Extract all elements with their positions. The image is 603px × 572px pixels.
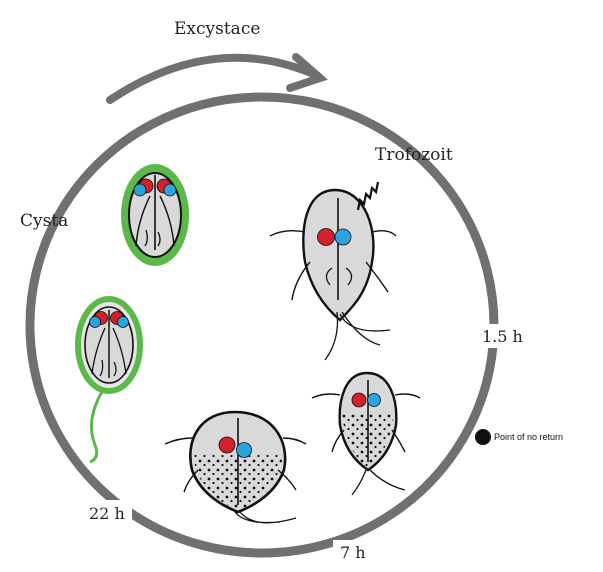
excystation-arrow bbox=[110, 58, 318, 100]
time-label-1-5h: 1.5 h bbox=[482, 327, 523, 346]
cyst-forming bbox=[78, 299, 140, 462]
trophozoite-cell bbox=[270, 182, 396, 360]
point-of-no-return-marker bbox=[475, 429, 491, 445]
time-label-22h: 22 h bbox=[89, 504, 125, 523]
encysting-trophozoite bbox=[312, 373, 420, 495]
rounding-trophozoite bbox=[165, 412, 306, 523]
cyst-mature bbox=[121, 164, 189, 266]
point-of-no-return-label: Point of no return bbox=[494, 432, 563, 442]
excystation-label: Excystace bbox=[174, 19, 260, 39]
time-label-7h: 7 h bbox=[340, 543, 366, 562]
cyst-label: Cysta bbox=[20, 211, 68, 231]
trophozoite-label: Trofozoit bbox=[375, 145, 453, 165]
